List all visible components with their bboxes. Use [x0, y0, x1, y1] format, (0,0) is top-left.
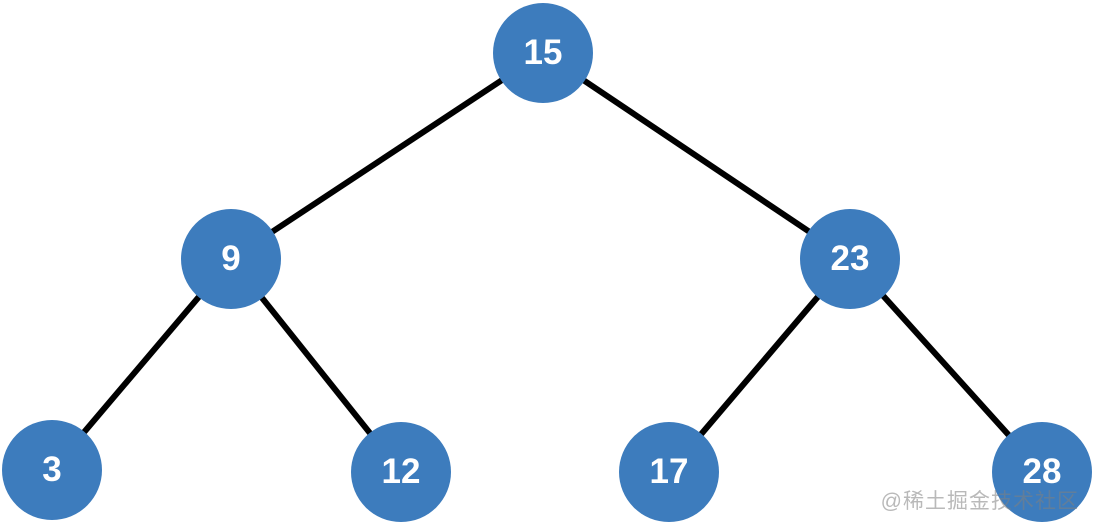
tree-node-9: 9	[181, 209, 281, 309]
tree-edge-n15-n23	[541, 50, 852, 262]
tree-node-value: 9	[221, 239, 241, 278]
tree-node-12: 12	[351, 422, 451, 522]
tree-node-value: 23	[830, 239, 870, 278]
tree-node-3: 3	[2, 420, 102, 520]
tree-edge-n15-n9	[229, 50, 545, 262]
tree-node-17: 17	[619, 422, 719, 522]
tree-node-value: 15	[523, 33, 563, 72]
tree-node-value: 3	[42, 450, 62, 489]
tree-node-value: 17	[649, 452, 689, 491]
watermark: @稀土掘金技术社区	[880, 490, 1079, 513]
tree-node-23: 23	[800, 209, 900, 309]
tree-node-15: 15	[493, 3, 593, 103]
tree-node-28: 28	[992, 422, 1092, 522]
tree-node-value: 28	[1022, 452, 1062, 491]
tree-node-value: 12	[381, 452, 421, 491]
